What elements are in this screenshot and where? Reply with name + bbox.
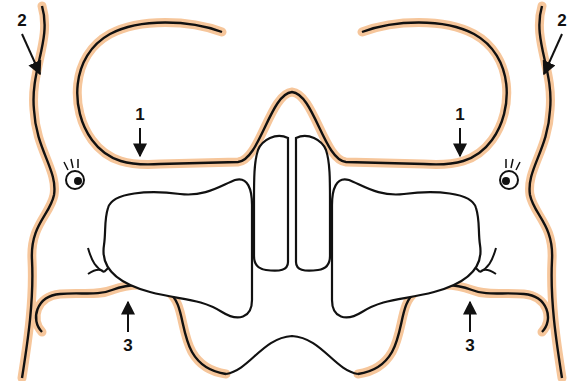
callout-number: 1 <box>135 106 144 123</box>
callout-number: 2 <box>17 12 26 29</box>
callout-number: 3 <box>123 337 132 354</box>
callout-number: 1 <box>455 106 464 123</box>
callout-number: 3 <box>465 337 474 354</box>
callout-number: 2 <box>557 12 566 29</box>
